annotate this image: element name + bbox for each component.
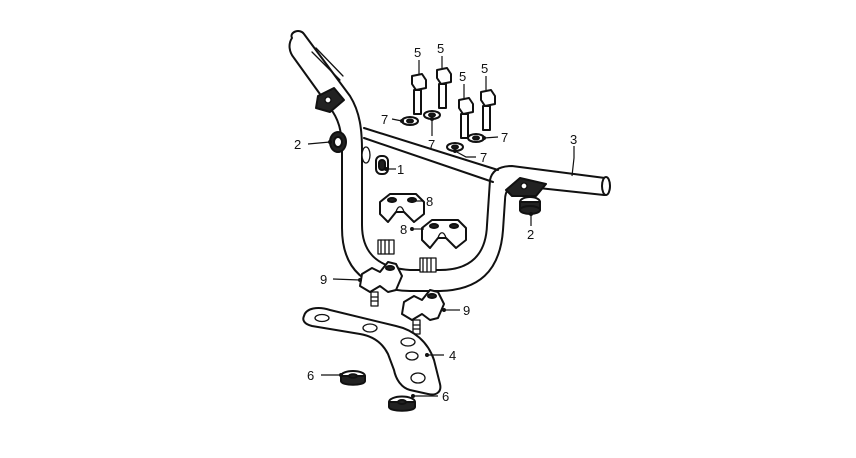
callout-5-d: 5 — [481, 61, 488, 76]
callout-labels: 1 2 2 3 4 5 5 5 5 6 6 7 7 7 7 8 8 9 9 — [294, 41, 577, 404]
callout-7-d: 7 — [480, 150, 487, 165]
callout-9-a: 9 — [320, 272, 327, 287]
callout-2-left: 2 — [294, 137, 301, 152]
washer-part-7-c — [467, 133, 485, 143]
callout-6-b: 6 — [442, 389, 449, 404]
grip-end-part-2-left — [329, 131, 347, 153]
rubber-bush-part-6-a — [340, 370, 366, 386]
leader-lines — [307, 56, 575, 398]
bolt-part-5-a — [411, 73, 427, 115]
callout-6-a: 6 — [307, 368, 314, 383]
callout-9-b: 9 — [463, 303, 470, 318]
callout-5-a: 5 — [414, 45, 421, 60]
upper-clamp-part-8-b — [421, 219, 467, 249]
callout-7-c: 7 — [501, 130, 508, 145]
upper-clamp-part-8-a — [379, 193, 425, 223]
bolt-part-5-d — [480, 89, 496, 131]
lower-holder-part-9-b — [401, 289, 445, 335]
callout-8-b: 8 — [400, 222, 407, 237]
callout-5-c: 5 — [459, 69, 466, 84]
callout-7-b: 7 — [428, 137, 435, 152]
callout-5-b: 5 — [437, 41, 444, 56]
handlebar — [288, 30, 611, 292]
grommet-part-1 — [375, 155, 389, 175]
rubber-bush-part-6-b — [388, 395, 416, 412]
top-bridge-part-4 — [302, 307, 442, 396]
grip-end-part-2-right — [519, 196, 541, 215]
bolt-part-5-c — [458, 97, 474, 139]
callout-2-right: 2 — [527, 227, 534, 242]
callout-8-a: 8 — [426, 194, 433, 209]
callout-7-a: 7 — [381, 112, 388, 127]
lower-holder-part-9-a — [359, 261, 403, 307]
callout-1: 1 — [397, 162, 404, 177]
callout-4: 4 — [449, 348, 456, 363]
callout-3: 3 — [570, 132, 577, 147]
bolt-part-5-b — [436, 67, 452, 109]
washer-part-7-a — [401, 116, 419, 126]
